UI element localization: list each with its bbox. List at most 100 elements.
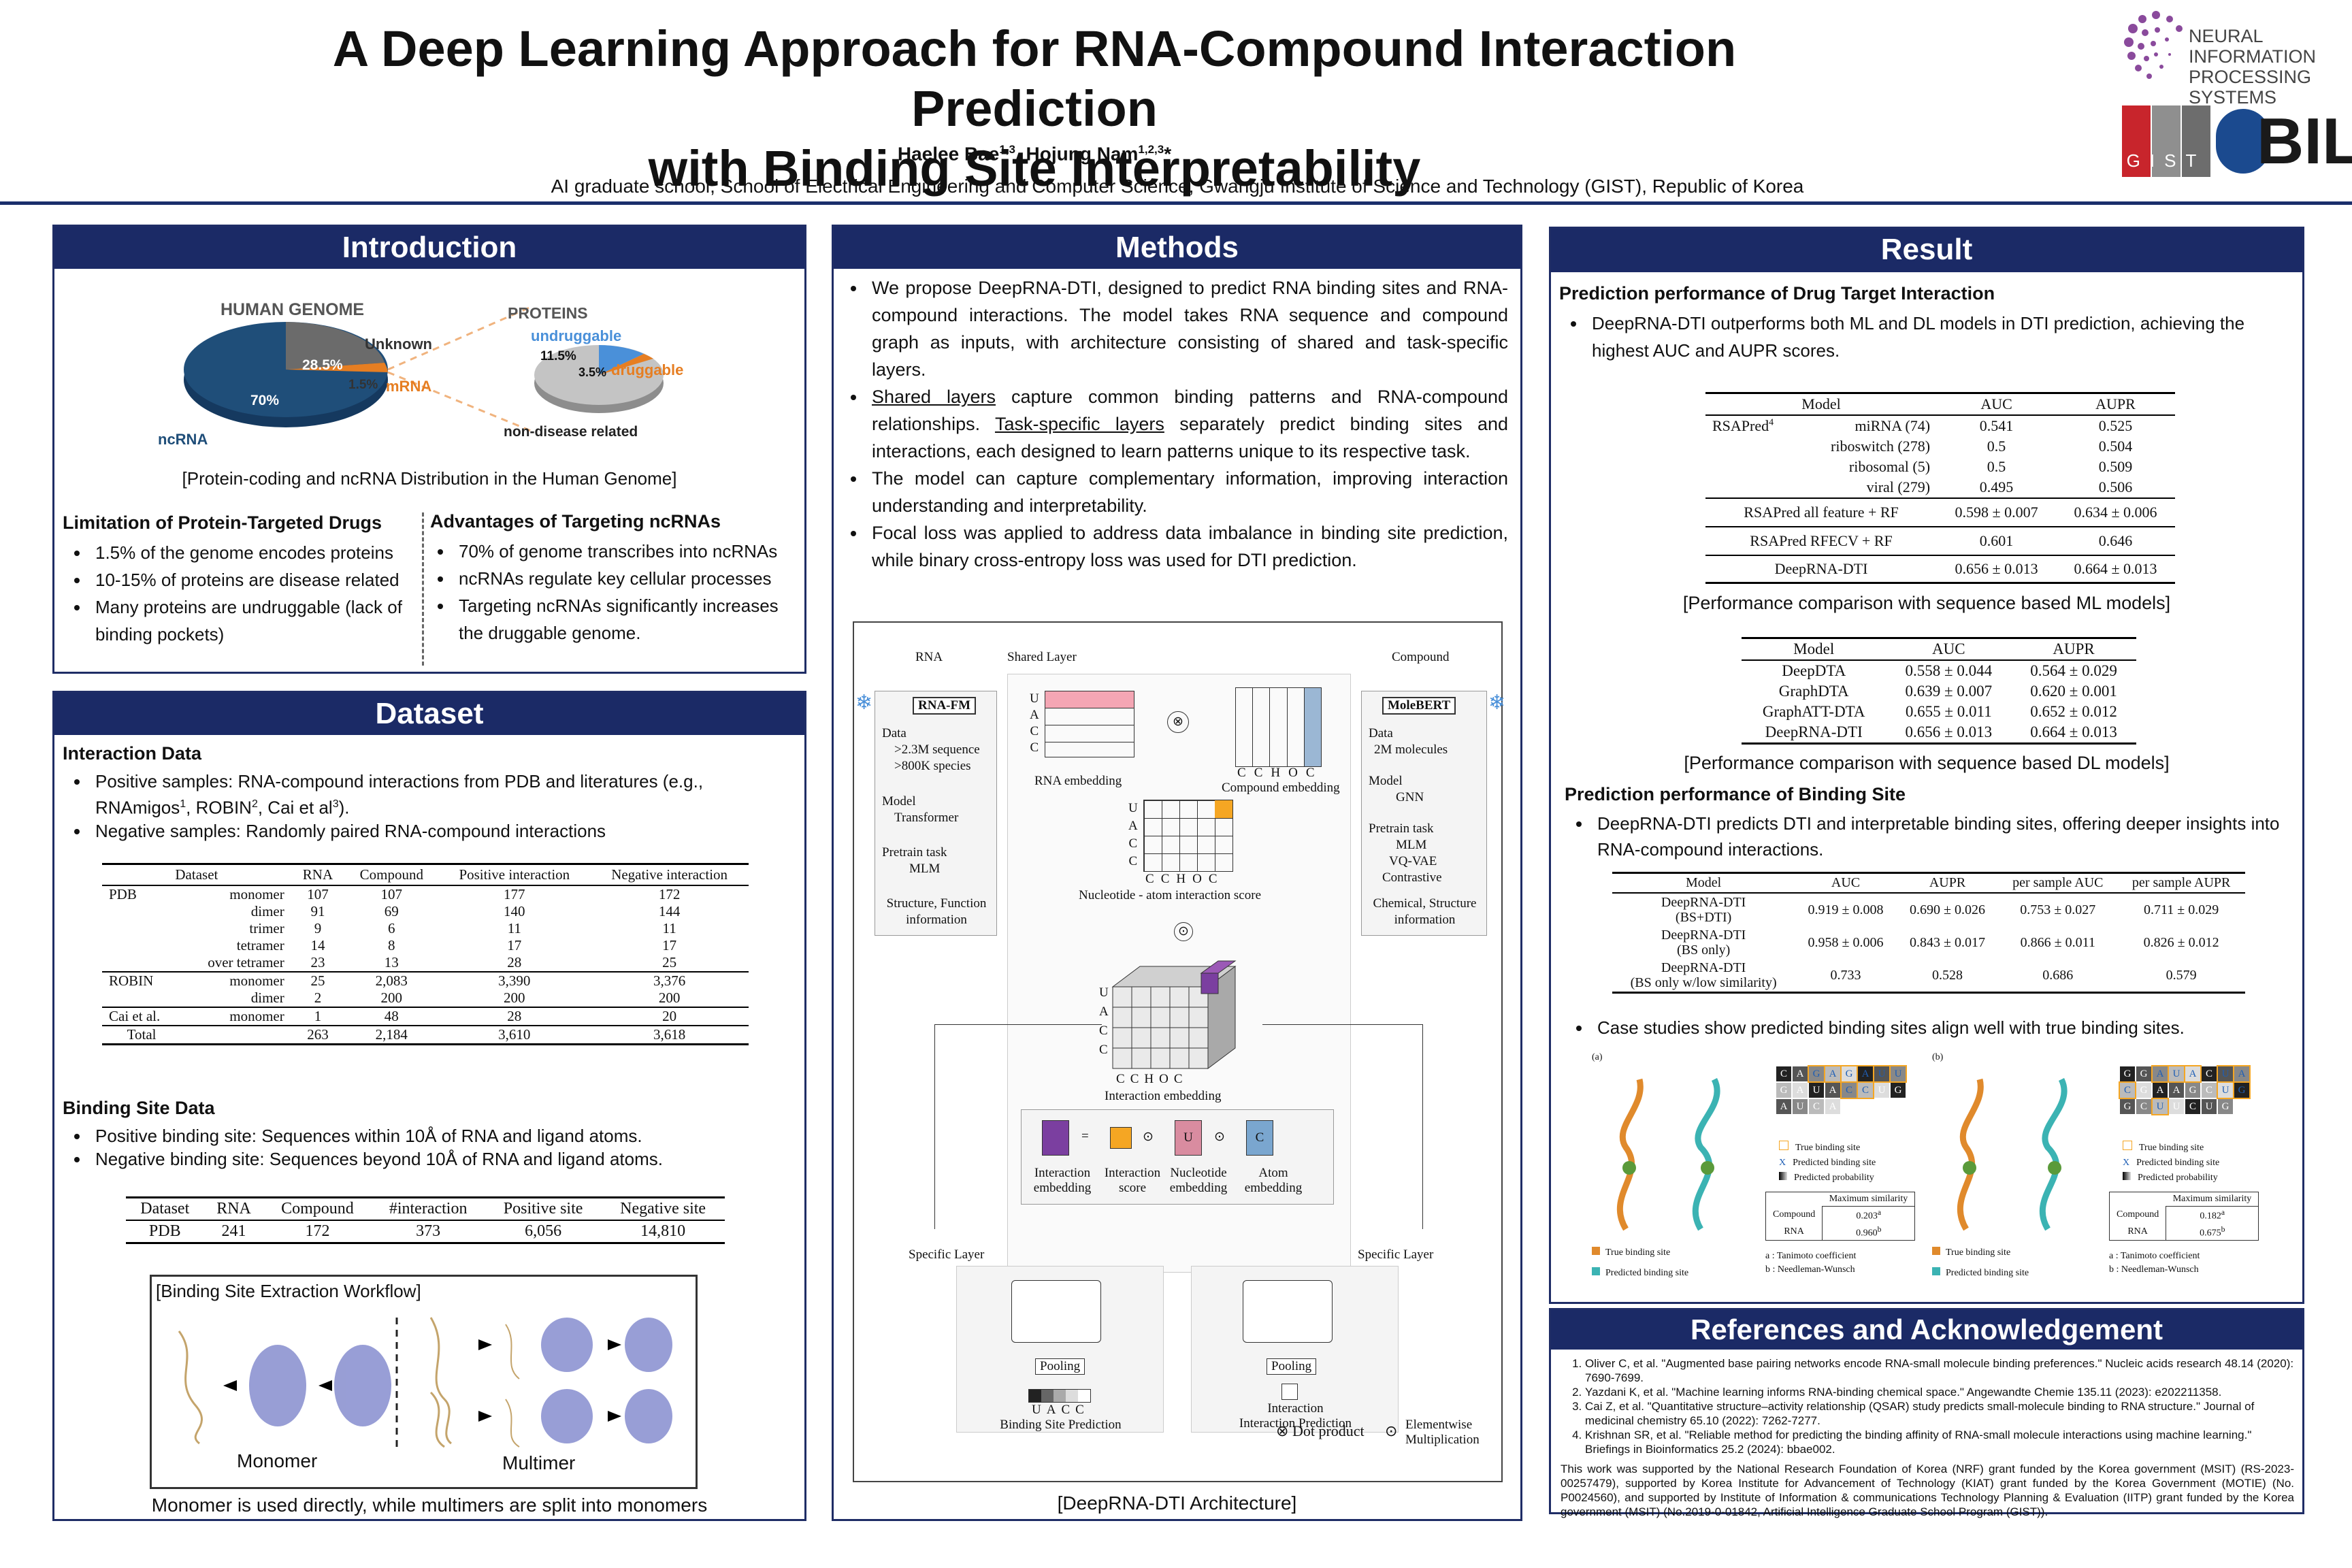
sequence-cell: C [2185,1099,2200,1114]
advantages-title: Advantages of Targeting ncRNAs [430,511,721,532]
th: AUC [1980,395,2012,412]
workflow-illustration [178,1317,672,1448]
multimer-label: Multimer [502,1452,576,1473]
bs-positive: Positive binding site: Sequences within … [90,1124,798,1147]
ip-mlp-block [1243,1280,1333,1343]
td [181,1026,291,1045]
th: Positive site [503,1200,583,1218]
td: 3,376 [653,973,686,989]
specific-layer-label-right: Specific Layer [1358,1247,1434,1262]
td: 172 [658,886,681,902]
rna-label: RNA [915,650,943,664]
shared-layers-text: Shared layers [872,387,996,407]
legend-dot: ⊗ Dot product [1276,1422,1365,1439]
td: Total [127,1026,157,1043]
sequence-cell: C [2202,1083,2217,1098]
th: Model [1793,640,1835,657]
th: Model [1686,875,1722,890]
sequence-cell: G [2218,1099,2233,1114]
td: 0.509 [2098,458,2133,475]
td: 0.620 ± 0.001 [2030,683,2117,700]
label-115: 11.5% [540,349,576,363]
sequence-cell: A [1857,1065,1874,1083]
td: Cai et al. [109,1008,161,1024]
positive-samples: Positive samples: RNA-compound interacti… [90,770,796,819]
intro-divider [422,512,424,666]
td: 0.598 ± 0.007 [1955,504,2038,521]
dataset-heading: Dataset [54,693,804,735]
title-line-2: with Binding Site Interpretability [648,140,1421,197]
adv-item: Targeting ncRNAs significantly increases… [453,592,804,647]
rnafm-model: Model Transformer [882,794,959,825]
td: 373 [416,1222,441,1240]
td: 0.182a [2200,1208,2225,1222]
intro-caption: [Protein-coding and ncRNA Distribution i… [182,468,677,489]
sequence-cell: C [1857,1081,1874,1099]
sequence-cell: U [2217,1065,2234,1083]
td: Compound [1765,1206,1823,1224]
td: 0.579 [2166,967,2197,983]
sequence-cell: A [2151,1065,2169,1083]
th: #interaction [389,1200,468,1218]
td: ROBIN [109,973,154,989]
td: monomer [229,973,284,989]
adv-item: 70% of genome transcribes into ncRNAs [453,538,804,565]
binding-site-title: Binding Site Data [63,1098,215,1118]
score-seq-axis: U A C C [1128,801,1138,868]
molebert-model: Model GNN [1369,774,1424,804]
advantages-block: Advantages of Targeting ncRNAs 70% of ge… [430,504,804,647]
negative-samples: Negative samples: Randomly paired RNA-co… [90,819,796,843]
td: 140 [504,903,525,919]
limit-item: 10-15% of proteins are disease related [90,566,444,593]
sequence-cell: U [1874,1083,1889,1098]
td: Compound [2109,1206,2167,1224]
th: Negative site [620,1200,706,1218]
rnafm-title: RNA-FM [913,697,977,715]
sequence-cell: A [1825,1083,1840,1098]
td: 0.541 [1979,417,2014,434]
introduction-panel: Introduction HUMAN GENOME Unknown 28.5% … [52,225,806,674]
td: 13 [384,954,399,970]
rnafm-data: Data >2.3M sequence >800K species [882,726,980,773]
dot-product-icon: ⊗ [1167,711,1189,733]
td: 0.826 ± 0.012 [2143,934,2219,950]
label-nondisease: non-disease related [504,424,638,440]
td: 2,083 [375,973,408,989]
td: monomer [229,1008,284,1024]
td: 0.843 ± 0.017 [1910,934,1986,950]
molebert-data: Data 2M molecules [1369,726,1448,757]
td: 0.656 ± 0.013 [1905,723,1993,740]
molebert-info: Chemical, Structure information [1373,896,1477,927]
methods-panel: Methods We propose DeepRNA-DTI, designed… [832,225,1522,1521]
label-druggable: druggable [611,361,684,378]
td: 0.664 ± 0.013 [2074,559,2157,577]
td: 3,610 [498,1026,531,1043]
bil-logo: BIL. [2216,102,2352,177]
td: 172 [305,1222,330,1240]
methods-bullet-4: Focal loss was applied to address data i… [866,519,1508,574]
reference-item: Yazdani K, et al. "Machine learning info… [1585,1385,2294,1399]
sequence-cell: A [2153,1083,2168,1098]
compound-label: Compound [1392,650,1450,664]
td: 0.711 ± 0.029 [2144,902,2219,917]
td: riboswitch (278) [1831,438,1931,455]
sequence-cell: U [1889,1065,1907,1083]
bs-prediction-label: Binding Site Prediction [1000,1418,1122,1432]
methods-bullet-1: We propose DeepRNA-DTI, designed to pred… [866,274,1508,383]
genome-figure [184,306,664,432]
td: 28 [507,954,522,970]
td: 0.652 ± 0.012 [2030,703,2117,720]
sequence-cell: G [1840,1065,1858,1083]
td: DeepRNA-DTI [1765,723,1863,740]
td: 0.525 [2098,417,2133,434]
td: 25 [662,954,677,970]
td: 0.675b [2200,1224,2225,1239]
rna-embedding-grid [1045,691,1134,757]
binding-site-table: Dataset RNA Compound #interaction Positi… [126,1196,725,1244]
